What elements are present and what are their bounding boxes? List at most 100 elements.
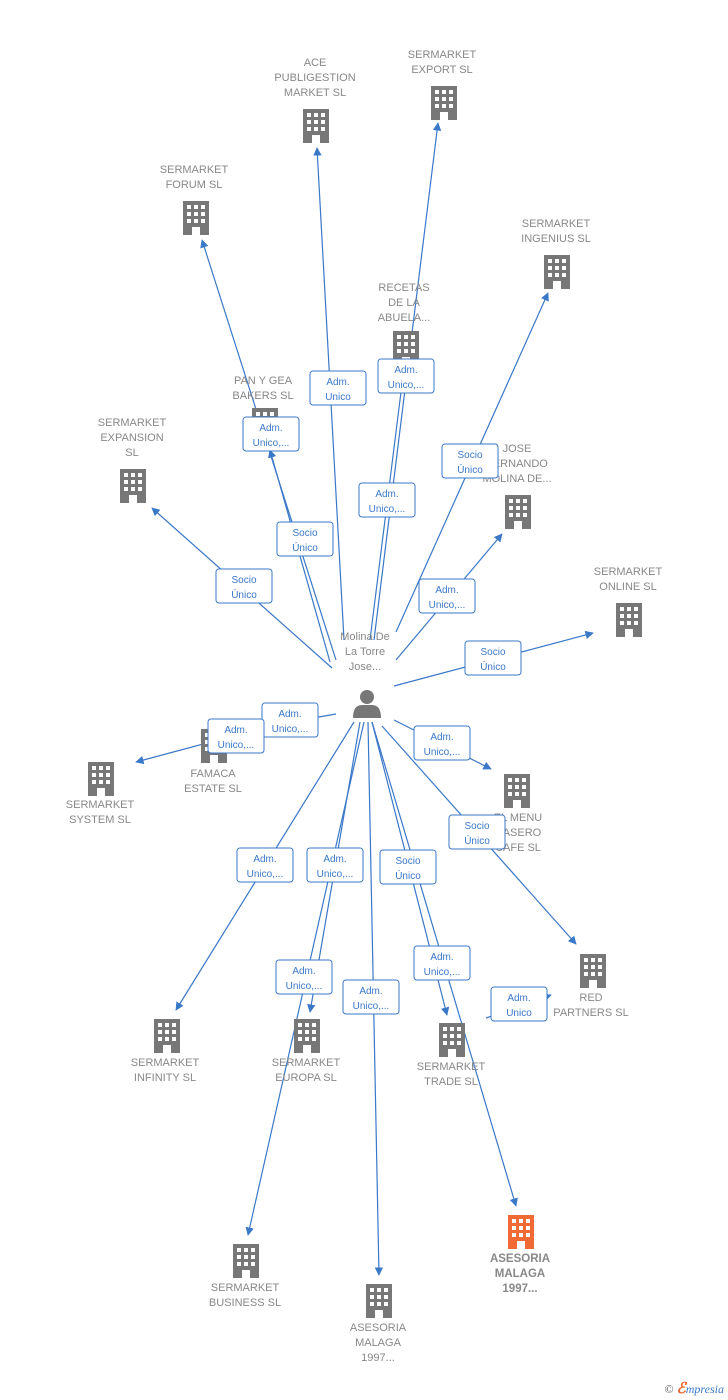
building-icon [366,1284,392,1318]
edge-label-box [242,416,300,452]
node-label-line: SERMARKET [160,164,229,176]
node-label-line: MOLINA DE... [482,473,551,485]
edge-label-menu[interactable]: Adm.Unico,... [413,725,471,761]
building-icon [294,1019,320,1053]
edge-label-box [342,979,400,1015]
edge-label-forum[interactable]: Adm.Unico,... [242,416,300,452]
company-node-asesoria2[interactable]: ASESORIAMALAGA1997... [350,1284,407,1364]
node-label-line: SERMARKET [98,417,167,429]
edge-label-recetas[interactable]: Adm. Unico,... [377,358,435,394]
edge-label-business[interactable]: Adm.Unico,... [275,959,333,995]
company-node-asesoria1[interactable]: ASESORIAMALAGA1997... [490,1215,550,1295]
building-icon [431,86,457,120]
edge-label-box [276,521,334,557]
building-icon [303,109,329,143]
edge-label-text: Adm. [394,365,417,376]
edge-label-box [306,847,364,883]
edge-label-red[interactable]: Adm.Unico [490,986,548,1022]
edge-label-box [275,959,333,995]
building-icon [505,495,531,529]
node-label-line: PARTNERS SL [553,1007,628,1019]
edge-label-text: Adm. [278,709,301,720]
edge-label-jose[interactable]: Adm.Unico,... [418,578,476,614]
node-label-line: PUBLIGESTION [274,72,355,84]
edge-label-text: Unico,... [424,967,461,978]
node-label-line: PAN Y GEA [234,375,293,387]
edge-label-box [215,568,273,604]
edge-label-text: Adm. [507,993,530,1004]
edge-label-box [413,945,471,981]
node-label-line: INGENIUS SL [521,233,591,245]
node-label-line: INFINITY SL [134,1072,196,1084]
building-icon [154,1019,180,1053]
node-label-line: MALAGA [355,1337,402,1349]
edge-label-asesoria1[interactable]: Adm.Unico,... [413,945,471,981]
edge-label-text: Único [457,463,483,476]
edge-label-text: Unico,... [272,724,309,735]
edge-label-text: Único [395,869,421,882]
node-label-line: SL [125,447,138,459]
node-label-line: Molina De [340,631,390,643]
edge-label-text: Adm. [253,854,276,865]
node-label-line: 1997... [502,1283,537,1295]
node-label-line: FERNANDO [486,458,548,470]
company-node-pan[interactable]: PAN Y GEA BAKERS SL [232,375,294,442]
node-label-line: SYSTEM SL [69,814,131,826]
node-label-line: Jose... [349,661,381,673]
edge-label-text: Único [480,660,506,673]
edge-label-ace[interactable]: Adm.Unico [309,370,367,406]
edge-label-infinity[interactable]: Adm.Unico,... [236,847,294,883]
edge-label-famaca[interactable]: Adm. Unico,... [261,702,319,738]
edge-label-text: Único [292,541,318,554]
company-node-ingenius[interactable]: SERMARKET INGENIUS SL [521,218,591,289]
company-node-system[interactable]: SERMARKET SYSTEM SL [66,762,135,826]
edge-label-text: Socio [292,528,317,539]
edge-label-box [309,370,367,406]
node-label-line: RED [579,992,602,1004]
edge-label-europa[interactable]: Adm.Unico,... [306,847,364,883]
node-label-line: ESTATE SL [184,783,242,795]
edge-label-system[interactable]: Adm.Unico,... [207,718,265,754]
edge-label-text: Unico,... [424,747,461,758]
copyright-symbol: © [664,1382,674,1396]
edge-label-text: Adm. [375,489,398,500]
node-label-line: ASESORIA [490,1253,550,1265]
edge-label-box [413,725,471,761]
edge-label-box [464,640,522,676]
node-label-line: EUROPA SL [275,1072,337,1084]
edge-label-text: Unico,... [388,380,425,391]
edge-label-text: Unico [325,392,351,403]
edge-label-box [448,814,506,850]
node-label-line: SERMARKET [66,799,135,811]
node-label-line: TRADE SL [424,1076,478,1088]
node-label-line: BAKERS SL [232,390,293,402]
edge-label-asesoria2[interactable]: Adm.Unico,... [342,979,400,1015]
node-label-line: BUSINESS SL [209,1297,281,1309]
node-label-line: SERMARKET [522,218,591,230]
company-node-red[interactable]: RED PARTNERS SL [553,954,629,1019]
building-icon [120,469,146,503]
node-label-line: 1997... [361,1352,395,1364]
edge-label-export[interactable]: Adm.Unico,... [358,482,416,518]
